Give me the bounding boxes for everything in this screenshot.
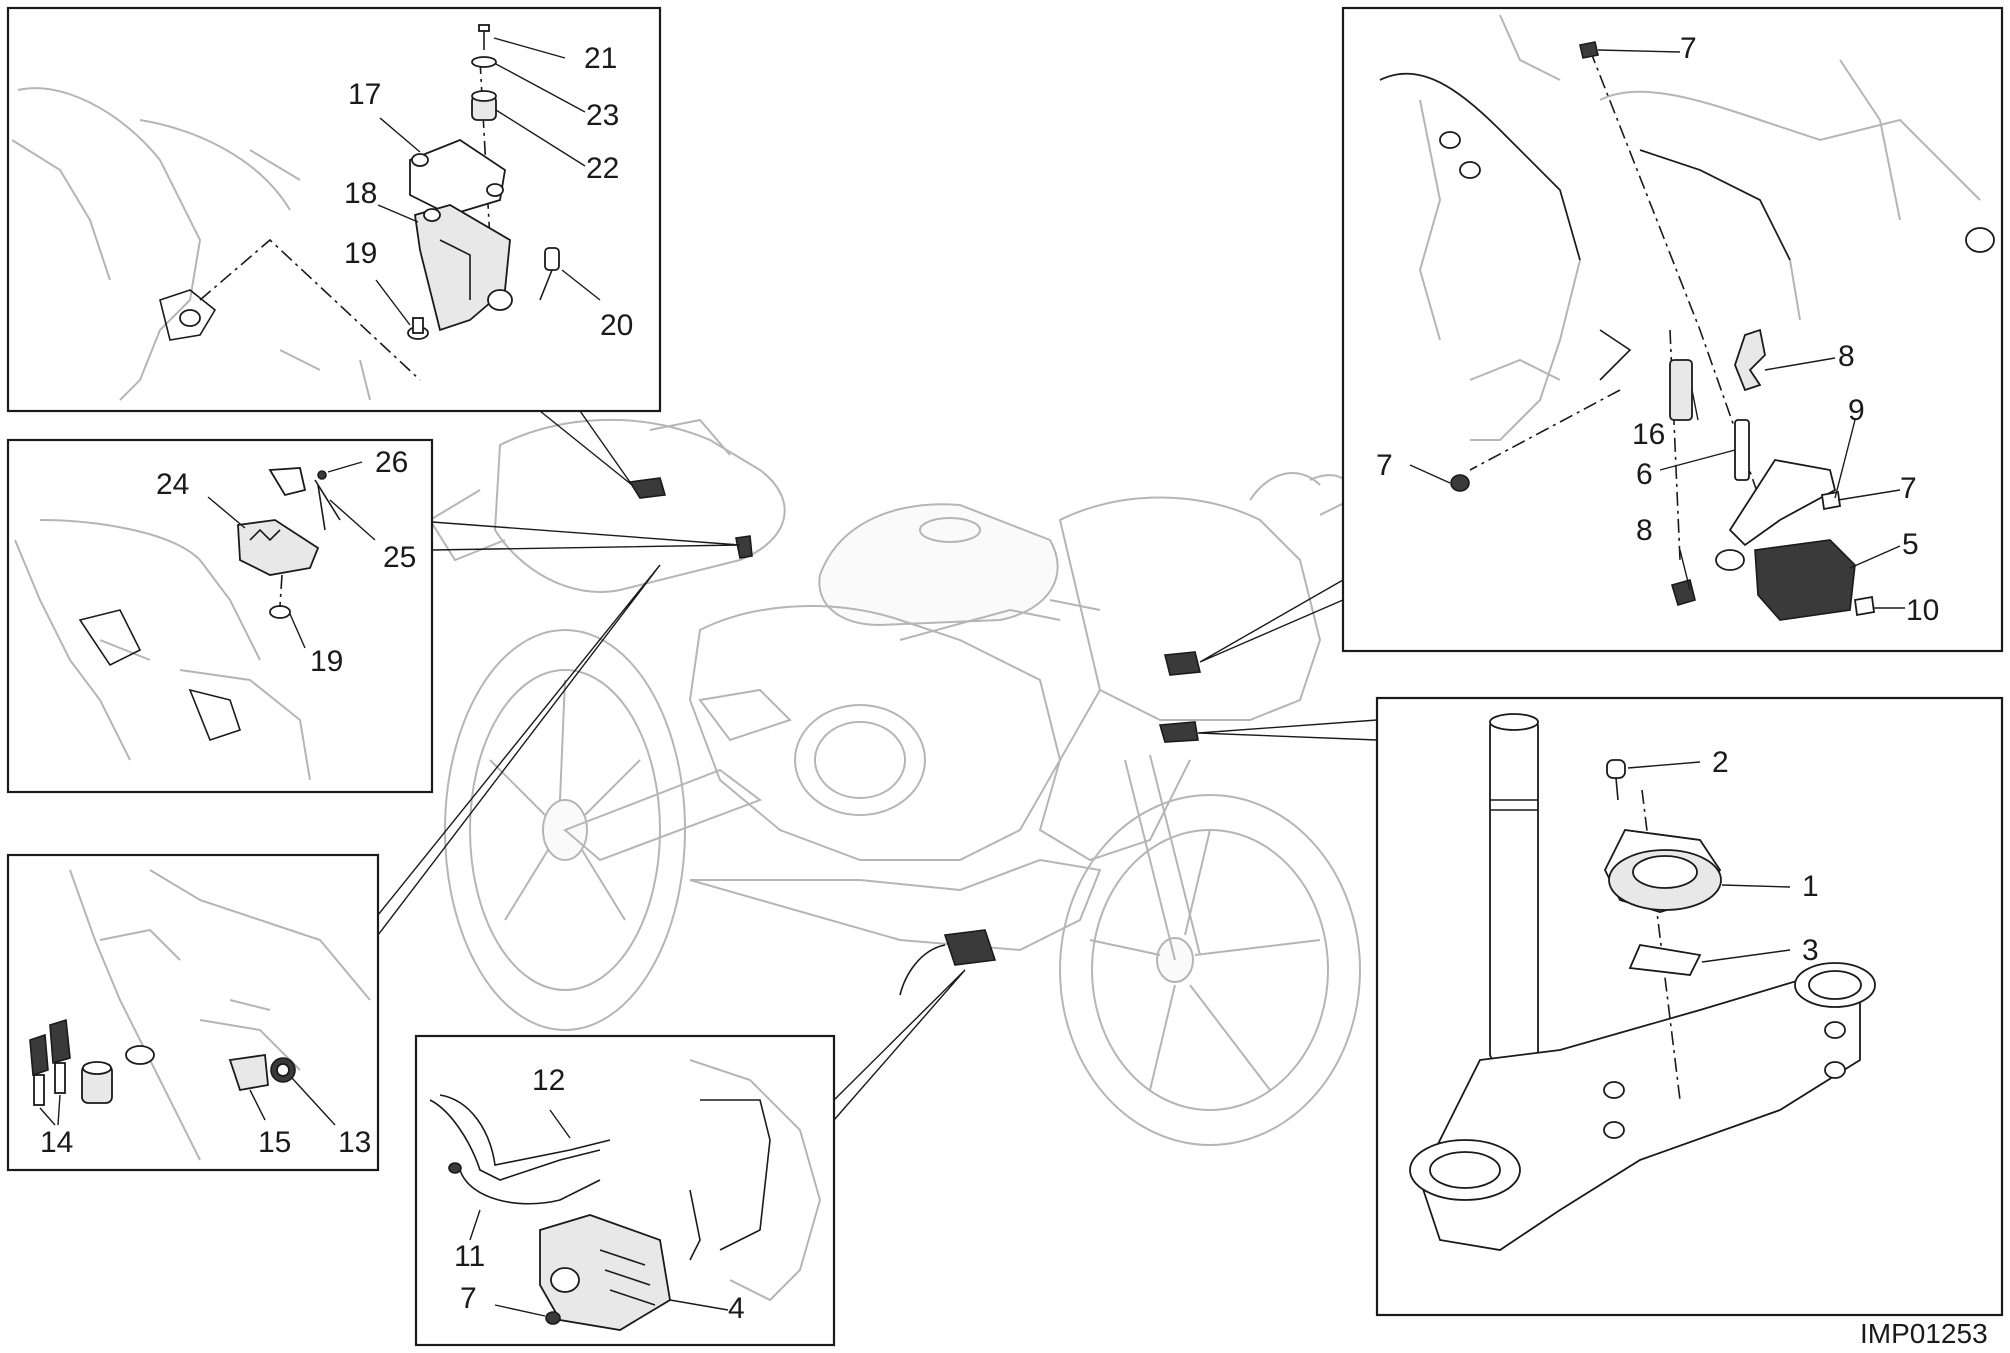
callout-5: 5 [1902, 528, 1919, 561]
callout-7a: 7 [1680, 32, 1697, 65]
callout-20: 20 [600, 309, 633, 342]
callout-6: 6 [1636, 458, 1653, 491]
box-seat-latch: 24 26 25 19 [6, 438, 434, 794]
callout-7b: 7 [1376, 449, 1393, 482]
callout-4: 4 [728, 1292, 745, 1325]
callout-3: 3 [1802, 934, 1819, 967]
box-ignition-keys: 14 15 13 [6, 853, 380, 1172]
callout-8b: 8 [1636, 514, 1653, 547]
callout-23: 23 [586, 99, 619, 132]
callout-12: 12 [532, 1064, 565, 1097]
callout-7d: 7 [460, 1282, 477, 1315]
callout-14: 14 [40, 1126, 73, 1159]
box-horn: 2 1 3 [1375, 696, 2004, 1317]
callout-26: 26 [375, 446, 408, 479]
callout-10: 10 [1906, 594, 1939, 627]
callout-11: 11 [454, 1240, 485, 1273]
box-control-unit: 12 11 7 4 [414, 1034, 836, 1347]
callout-22: 22 [586, 152, 619, 185]
motorcycle-outline [428, 418, 1361, 1146]
callout-21: 21 [584, 42, 617, 75]
callout-9: 9 [1848, 394, 1865, 427]
callout-19a: 19 [344, 237, 377, 270]
callout-1: 1 [1802, 870, 1819, 903]
bike-highlighted-parts [628, 477, 1202, 996]
callout-18: 18 [344, 177, 377, 210]
callout-8a: 8 [1838, 340, 1855, 373]
callout-24: 24 [156, 468, 189, 501]
callout-19b: 19 [310, 645, 343, 678]
callout-17: 17 [348, 78, 381, 111]
connector-lines [377, 410, 1378, 1121]
callout-2: 2 [1712, 746, 1729, 779]
callout-25: 25 [383, 541, 416, 574]
callout-7c: 7 [1900, 472, 1917, 505]
callout-16: 16 [1632, 418, 1665, 451]
callout-13: 13 [338, 1126, 371, 1159]
box-headlight-bracket: 7 8 9 16 6 7 7 8 5 10 [1341, 6, 2004, 653]
image-code: IMP01253 [1860, 1318, 1988, 1349]
callout-15: 15 [258, 1126, 291, 1159]
box-tail-bracket: 21 23 17 22 18 19 20 [6, 6, 662, 413]
